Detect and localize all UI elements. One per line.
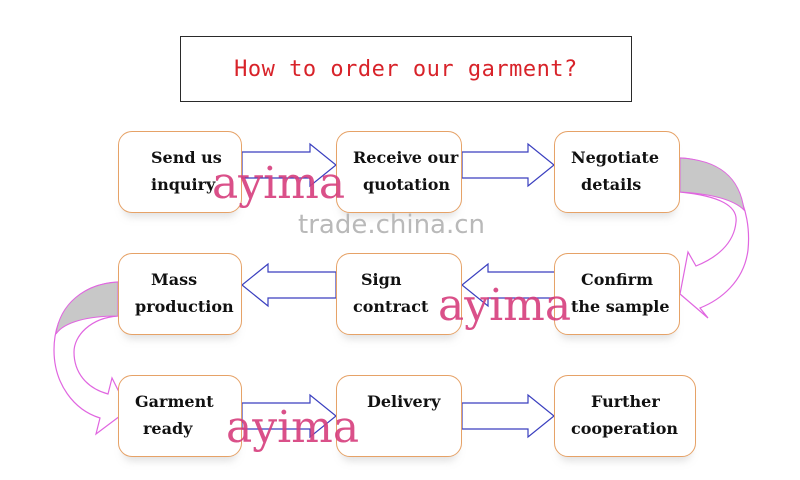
step-label: quotation xyxy=(363,175,451,194)
step-delivery: Delivery xyxy=(336,375,462,457)
step-negotiate-details: Negotiate details xyxy=(554,131,680,213)
step-sign-contract: Sign contract xyxy=(336,253,462,335)
watermark-site: trade.china.cn xyxy=(298,210,486,240)
step-label: Sign xyxy=(361,270,402,289)
watermark-brand: ayima xyxy=(438,280,572,331)
title-box: How to order our garment? xyxy=(180,36,632,102)
step-label: contract xyxy=(353,297,429,316)
step-label: Further xyxy=(591,392,660,411)
step-label: Send us xyxy=(151,148,222,167)
arrow-garment-to-delivery xyxy=(241,393,337,439)
step-mass-production: Mass production xyxy=(118,253,242,335)
step-send-inquiry: Send us inquiry xyxy=(118,131,242,213)
step-label: Confirm xyxy=(581,270,654,289)
step-label: the sample xyxy=(571,297,670,316)
watermark-brand: ayima xyxy=(212,158,346,209)
step-confirm-sample: Confirm the sample xyxy=(554,253,680,335)
arrow-send-to-receive xyxy=(241,142,337,188)
watermark-brand: ayima xyxy=(226,402,360,453)
curve-shade-left xyxy=(55,281,119,335)
step-label: Mass xyxy=(151,270,198,289)
arrow-sign-to-mass xyxy=(241,262,337,308)
step-label: Delivery xyxy=(367,392,441,411)
step-label: cooperation xyxy=(571,419,679,438)
step-label: Negotiate xyxy=(571,148,660,167)
step-label: details xyxy=(581,175,642,194)
arrow-delivery-to-further xyxy=(461,393,555,439)
curve-shade-right xyxy=(679,157,745,212)
arrow-receive-to-negotiate xyxy=(461,142,555,188)
step-label: Garment xyxy=(135,392,214,411)
step-further-cooperation: Further cooperation xyxy=(554,375,696,457)
arrow-confirm-to-sign xyxy=(461,262,557,308)
page-title: How to order our garment? xyxy=(234,56,578,82)
step-label: Receive our xyxy=(353,148,459,167)
step-receive-quotation: Receive our quotation xyxy=(336,131,462,213)
step-label: ready xyxy=(143,419,193,438)
step-label: inquiry xyxy=(151,175,216,194)
step-label: production xyxy=(135,297,234,316)
step-garment-ready: Garment ready xyxy=(118,375,242,457)
